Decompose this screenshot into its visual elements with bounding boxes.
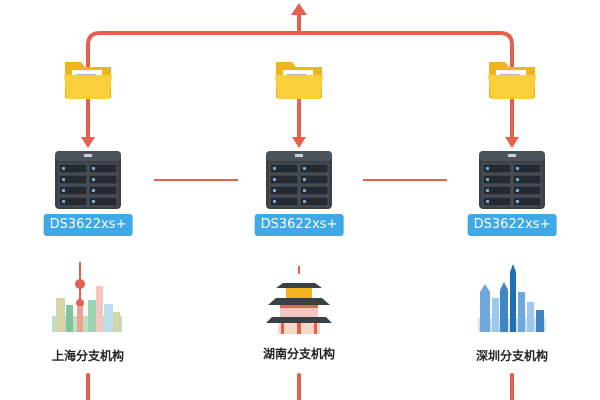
hunan-pavilion-icon: [266, 266, 332, 334]
arrowheads: [81, 3, 519, 148]
up-arrow-icon: [291, 3, 307, 15]
down-arrow-icon-left: [81, 137, 95, 148]
down-arrow-icon-right: [505, 137, 519, 148]
branch-name-shenzhen: 深圳分支机构: [475, 349, 549, 363]
shenzhen-skyline-icon: [478, 264, 546, 332]
device-model-badge-right: DS3622xs+: [467, 214, 557, 236]
folder-icon-left: [63, 61, 113, 100]
branch-name-hunan: 湖南分支机构: [262, 347, 336, 361]
device-model-badge-left: DS3622xs+: [43, 214, 133, 236]
folder-icon-center: [274, 61, 324, 100]
shanghai-skyline-icon: [52, 262, 122, 332]
branch-name-shanghai: 上海分支机构: [51, 349, 125, 363]
nas-server-icon-left: [54, 150, 122, 210]
device-model-badge-center: DS3622xs+: [254, 214, 344, 236]
down-arrow-icon-center: [292, 137, 306, 148]
nas-server-icon-right: [478, 150, 546, 210]
folder-icon-right: [487, 61, 537, 100]
sync-connectors: [86, 10, 514, 400]
nas-server-icon-center: [265, 150, 333, 210]
